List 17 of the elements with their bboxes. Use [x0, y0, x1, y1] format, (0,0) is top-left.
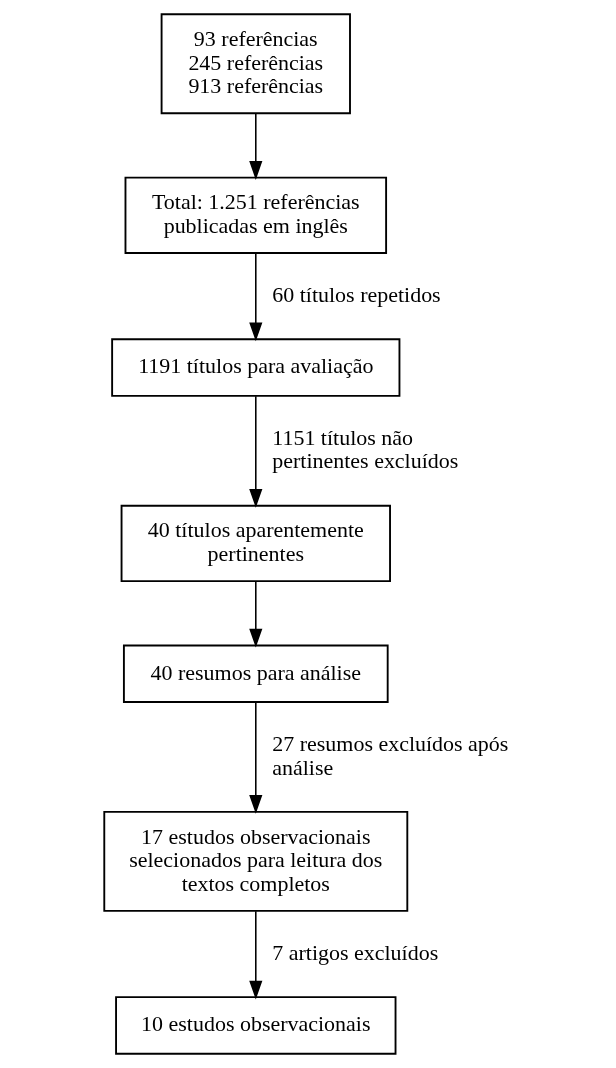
edge-label: 27 resumos excluídos após análise — [272, 730, 509, 780]
node-box: 17 estudos observacionais selecionados para leitura dos textos completos — [103, 810, 409, 912]
edge-label: 60 títulos repetidos — [272, 281, 441, 307]
arrow — [249, 395, 263, 508]
node-box: 10 estudos observacionais — [115, 996, 397, 1055]
node-box: 93 referências 245 referências 913 referências — [160, 13, 351, 115]
arrow — [249, 112, 263, 180]
edge-label: 7 artigos excluídos — [272, 939, 439, 965]
arrow — [249, 910, 263, 1000]
node-box: 40 títulos aparentemente pertinentes — [120, 504, 391, 583]
node-box: Total: 1.251 referências publicadas em inglês — [124, 176, 388, 254]
arrow — [249, 701, 263, 814]
arrow — [249, 581, 263, 648]
node-box: 40 resumos para análise — [122, 644, 389, 703]
node-box: 1191 títulos para avaliação — [111, 338, 401, 397]
edge-label: 1151 títulos não pertinentes excluídos — [272, 424, 459, 474]
arrow — [249, 252, 263, 342]
